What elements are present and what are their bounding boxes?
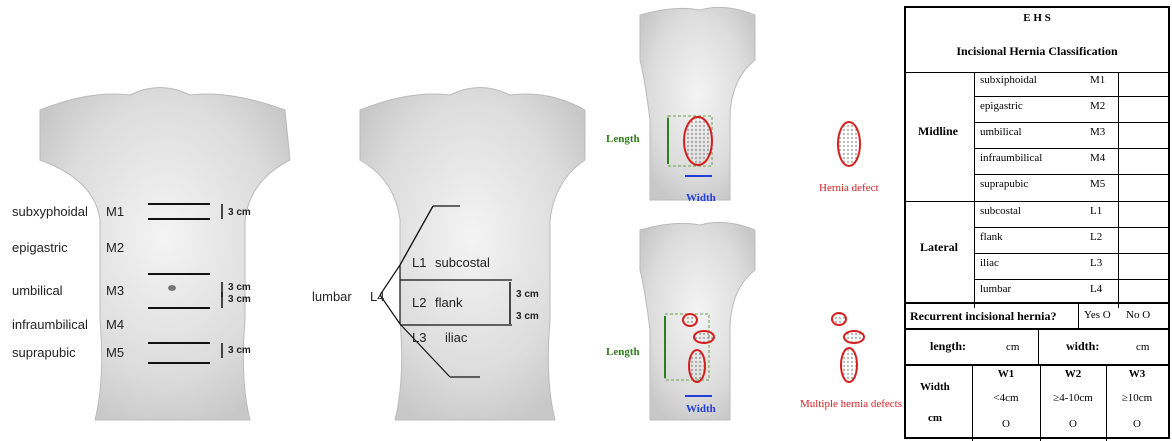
code-m2: M2 xyxy=(106,240,124,255)
row-flank: flank xyxy=(980,231,1003,243)
row-subcostal: subcostal xyxy=(980,205,1021,217)
row-subxiphoidal: subxiphoidal xyxy=(980,74,1037,86)
torso-illustration-2 xyxy=(300,0,590,439)
label-epigastric: epigastric xyxy=(12,240,68,255)
length-unit[interactable]: cm xyxy=(1006,341,1019,353)
row-l3: L3 xyxy=(1090,257,1102,269)
row-m5: M5 xyxy=(1090,178,1105,190)
ehs-classification-table: E H S Incisional Hernia Classification M… xyxy=(904,6,1170,439)
hernia-defect-diagram: Length Width Hernia defect Length Width … xyxy=(590,0,904,439)
w2-range: ≥4-10cm xyxy=(1040,392,1106,404)
width-header-unit: cm xyxy=(928,412,942,424)
code-m1: M1 xyxy=(106,204,124,219)
code-m5: M5 xyxy=(106,345,124,360)
table-title: Incisional Hernia Classification xyxy=(906,44,1168,59)
measure-3cm-bottom: 3 cm xyxy=(228,345,251,356)
row-m2: M2 xyxy=(1090,100,1105,112)
row-umbilical: umbilical xyxy=(980,126,1022,138)
w1-checkbox[interactable]: O xyxy=(972,418,1040,430)
row-l1: L1 xyxy=(1090,205,1102,217)
row-l2: L2 xyxy=(1090,231,1102,243)
code-m3: M3 xyxy=(106,283,124,298)
length-label: length: xyxy=(930,339,966,354)
label-length-bottom: Length xyxy=(606,346,640,358)
label-umbilical: umbilical xyxy=(12,283,63,298)
w1-code: W1 xyxy=(972,368,1040,380)
code-l2: L2 xyxy=(412,295,426,310)
lateral-diagram: lumbar L4 L1 subcostal L2 flank L3 iliac… xyxy=(300,0,590,439)
label-iliac: iliac xyxy=(445,330,467,345)
row-iliac: iliac xyxy=(980,257,999,269)
label-lumbar: lumbar xyxy=(312,289,352,304)
row-epigastric: epigastric xyxy=(980,100,1023,112)
row-lumbar: lumbar xyxy=(980,283,1011,295)
label-suprapubic: suprapubic xyxy=(12,345,76,360)
torso-illustrations-3 xyxy=(590,0,904,439)
row-infraumbilical: infraumbilical xyxy=(980,152,1042,164)
label-hernia-defect: Hernia defect xyxy=(819,182,879,194)
label-infraumbilical: infraumbilical xyxy=(12,317,88,332)
code-l1: L1 xyxy=(412,255,426,270)
row-m1: M1 xyxy=(1090,74,1105,86)
code-m4: M4 xyxy=(106,317,124,332)
recurrent-no-option[interactable]: No O xyxy=(1126,309,1150,321)
label-flank: flank xyxy=(435,295,462,310)
lateral-header: Lateral xyxy=(920,240,958,255)
w3-range: ≥10cm xyxy=(1106,392,1168,404)
recurrent-question: Recurrent incisional hernia? xyxy=(910,309,1056,324)
w3-code: W3 xyxy=(1106,368,1168,380)
measure-3cm-1: 3 cm xyxy=(516,289,539,300)
w2-checkbox[interactable]: O xyxy=(1040,418,1106,430)
width-label: width: xyxy=(1066,339,1099,354)
row-m3: M3 xyxy=(1090,126,1105,138)
midline-header: Midline xyxy=(918,124,958,139)
width-header: Width xyxy=(920,381,950,393)
row-l4: L4 xyxy=(1090,283,1102,295)
label-width-bottom: Width xyxy=(686,403,716,415)
label-width-top: Width xyxy=(686,192,716,204)
measure-3cm-2: 3 cm xyxy=(516,311,539,322)
recurrent-yes-option[interactable]: Yes O xyxy=(1084,309,1111,321)
table-title-ehs: E H S xyxy=(906,12,1168,24)
row-suprapubic: suprapubic xyxy=(980,178,1028,190)
w3-checkbox[interactable]: O xyxy=(1106,418,1168,430)
label-subxyphoidal: subxyphoidal xyxy=(12,204,88,219)
row-m4: M4 xyxy=(1090,152,1105,164)
w1-range: <4cm xyxy=(972,392,1040,404)
measure-3cm-top: 3 cm xyxy=(228,207,251,218)
midline-diagram: subxyphoidal M1 epigastric M2 umbilical … xyxy=(0,0,300,439)
measure-3cm-mid2: 3 cm xyxy=(228,294,251,305)
width-unit[interactable]: cm xyxy=(1136,341,1149,353)
torso-illustration-1 xyxy=(0,0,300,439)
label-length-top: Length xyxy=(606,133,640,145)
measure-3cm-mid1: 3 cm xyxy=(228,282,251,293)
code-l3: L3 xyxy=(412,330,426,345)
code-l4: L4 xyxy=(370,289,384,304)
label-multiple-defects: Multiple hernia defects xyxy=(800,398,902,410)
label-subcostal: subcostal xyxy=(435,255,490,270)
w2-code: W2 xyxy=(1040,368,1106,380)
